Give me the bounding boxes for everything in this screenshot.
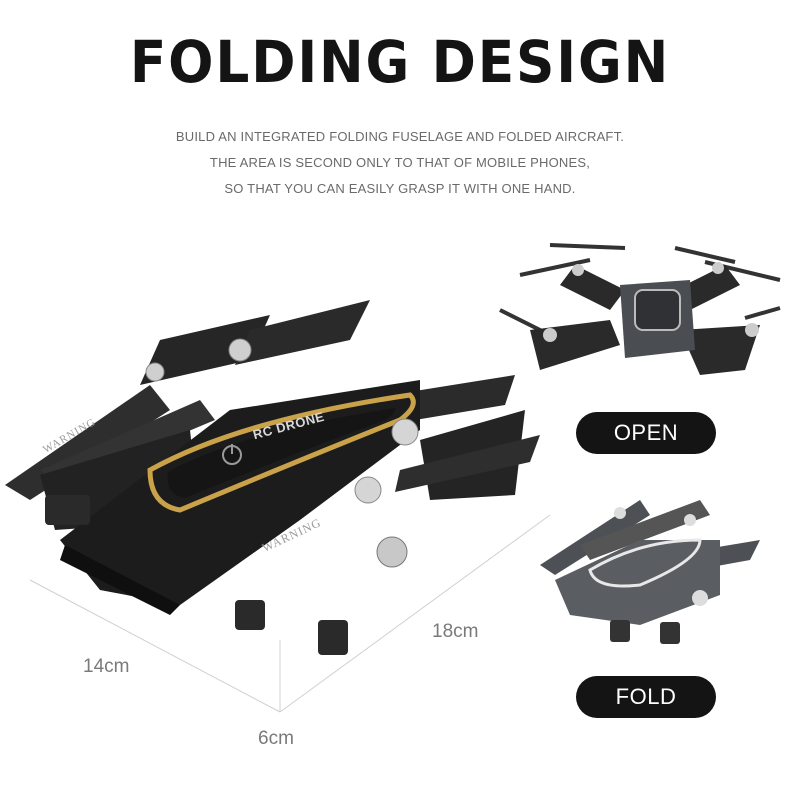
subtitle-line-3: SO THAT YOU CAN EASILY GRASP IT WITH ONE… — [224, 181, 576, 196]
dimension-width: 14cm — [83, 656, 130, 677]
dimension-height: 6cm — [258, 728, 294, 749]
open-drone — [499, 243, 781, 375]
fold-drone — [540, 500, 760, 644]
fold-label: FOLD — [576, 676, 716, 718]
subtitle-line-2: THE AREA IS SECOND ONLY TO THAT OF MOBIL… — [209, 155, 591, 170]
page-title: FOLDING DESIGN — [129, 28, 671, 96]
main-drone — [5, 300, 540, 655]
subtitle-line-1: BUILD AN INTEGRATED FOLDING FUSELAGE AND… — [175, 129, 625, 144]
dimension-length: 18cm — [432, 621, 479, 642]
open-label: OPEN — [576, 412, 716, 454]
dimension-outline — [29, 514, 551, 713]
